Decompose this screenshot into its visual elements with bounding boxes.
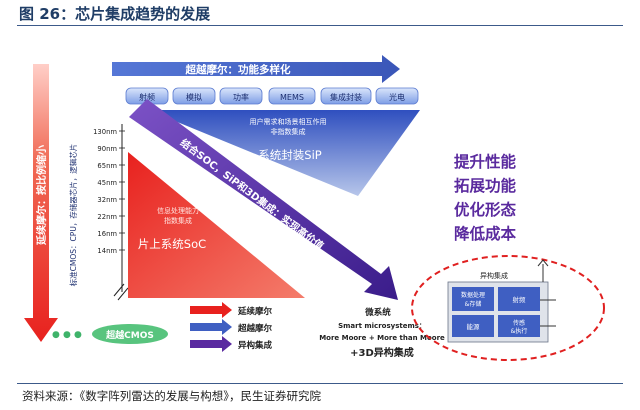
function-box-analog: [172, 87, 216, 105]
function-box-power-label: 功率: [233, 92, 249, 102]
chip-block-rf-label: 射频: [513, 295, 527, 304]
more-moore-arrow: [24, 64, 58, 342]
legend-label-heterogeneous: 异构集成: [238, 340, 273, 351]
function-box-packaging-label: 集成封装: [330, 92, 362, 102]
node-tick-label: 16nm: [97, 230, 117, 238]
soc-note-line1: 信息处理能力: [157, 206, 199, 215]
microsystem-line3: +3D异构集成: [350, 346, 414, 359]
node-tick-label: 14nm: [97, 247, 117, 255]
beyond-cmos-dots: ● ● ●: [52, 330, 82, 340]
beyond-cmos-blob: [92, 324, 168, 344]
node-tick-label: 65nm: [97, 162, 117, 170]
axis-break-mark: [117, 287, 129, 301]
function-box-power: [219, 87, 263, 105]
axis-break-mark: [113, 283, 125, 297]
more-than-moore-arrow: [112, 55, 400, 83]
chip-block-sensing-label: 传感: [513, 319, 525, 327]
function-box-mems-label: MEMS: [280, 93, 304, 102]
footer-rule: [17, 383, 623, 384]
chip-block-energy-label: 能源: [467, 322, 481, 331]
legend-swatch-more-moore: [190, 302, 232, 318]
benefit-function: 拓展功能: [454, 176, 517, 195]
node-tick-label: 22nm: [97, 213, 117, 221]
soc-triangle: [128, 152, 305, 298]
legend: 延续摩尔 超越摩尔 异构集成: [190, 302, 273, 352]
sip-note-line2: 非指数集成: [271, 127, 306, 136]
microsystem-title: 微系统: [364, 307, 391, 318]
highlight-ellipse: [411, 255, 605, 361]
chip-block-rf: [498, 287, 540, 311]
chip-block-energy: [452, 315, 494, 337]
figure-title: 图 26：芯片集成趋势的发展: [19, 5, 211, 23]
function-box-analog-label: 模拟: [186, 92, 202, 102]
microsystem-line1: Smart microsystems：: [338, 322, 426, 330]
legend-swatch-more-than-moore: [190, 319, 232, 335]
function-box-rf-label: 射频: [139, 92, 155, 102]
node-tick-label: 45nm: [97, 179, 117, 187]
chip-block-sensing-label: &执行: [511, 327, 528, 335]
chip-block-processing: [452, 287, 494, 311]
function-box-mems: [268, 87, 316, 105]
chip-antenna-tip: [537, 259, 549, 267]
benefit-form: 优化形态: [454, 200, 517, 219]
soc-note-line2: 指数集成: [164, 216, 192, 225]
function-box-optoelectronic: [375, 87, 419, 105]
chip-block-processing-label: &存储: [465, 300, 482, 308]
chip-top-label: 异构集成: [480, 271, 508, 280]
title-rule: [17, 25, 623, 26]
legend-label-more-moore: 延续摩尔: [237, 306, 273, 317]
function-boxes: 射频 模拟 功率 MEMS 集成封装 光电: [125, 87, 419, 105]
more-than-moore-label: 超越摩尔：功能多样化: [185, 63, 291, 76]
node-ticks: 130nm 90nm 65nm 45nm 32nm 22nm 16nm 14nm: [93, 128, 125, 255]
sip-note-line1: 用户需求和场景相互作用: [250, 117, 327, 126]
node-tick-label: 130nm: [93, 128, 117, 136]
microsystem-line2: More Moore + More than Moore: [319, 334, 445, 342]
heterogeneous-integration-arrow: [129, 99, 398, 300]
benefit-performance: 提升性能: [454, 152, 517, 171]
sip-label: 系统封装SiP: [258, 148, 321, 162]
function-box-optoelectronic-label: 光电: [389, 92, 405, 102]
legend-swatch-heterogeneous: [190, 336, 232, 352]
chip-block-sensing: [498, 315, 540, 337]
beyond-cmos-label: 超越CMOS: [105, 329, 154, 341]
heterogeneous-chip: 异构集成 数据处理 &存储 射频 能源 传感 &执行: [447, 259, 556, 343]
node-tick-label: 90nm: [97, 145, 117, 153]
sip-triangle: [148, 110, 420, 196]
soc-label: 片上系统SoC: [138, 237, 206, 251]
benefit-cost: 降低成本: [454, 224, 517, 243]
more-moore-main-label: 延续摩尔：按比例缩小: [35, 145, 48, 246]
function-box-packaging: [320, 87, 372, 105]
chip-block-processing-label: 数据处理: [461, 291, 485, 299]
node-tick-label: 32nm: [97, 196, 117, 204]
more-moore-sub-label: 标准CMOS：CPU，存储器芯片，逻辑芯片: [68, 144, 78, 287]
source-note: 资料来源：《数字阵列雷达的发展与构想》，民生证券研究院: [22, 389, 321, 403]
legend-label-more-than-moore: 超越摩尔: [237, 323, 273, 334]
